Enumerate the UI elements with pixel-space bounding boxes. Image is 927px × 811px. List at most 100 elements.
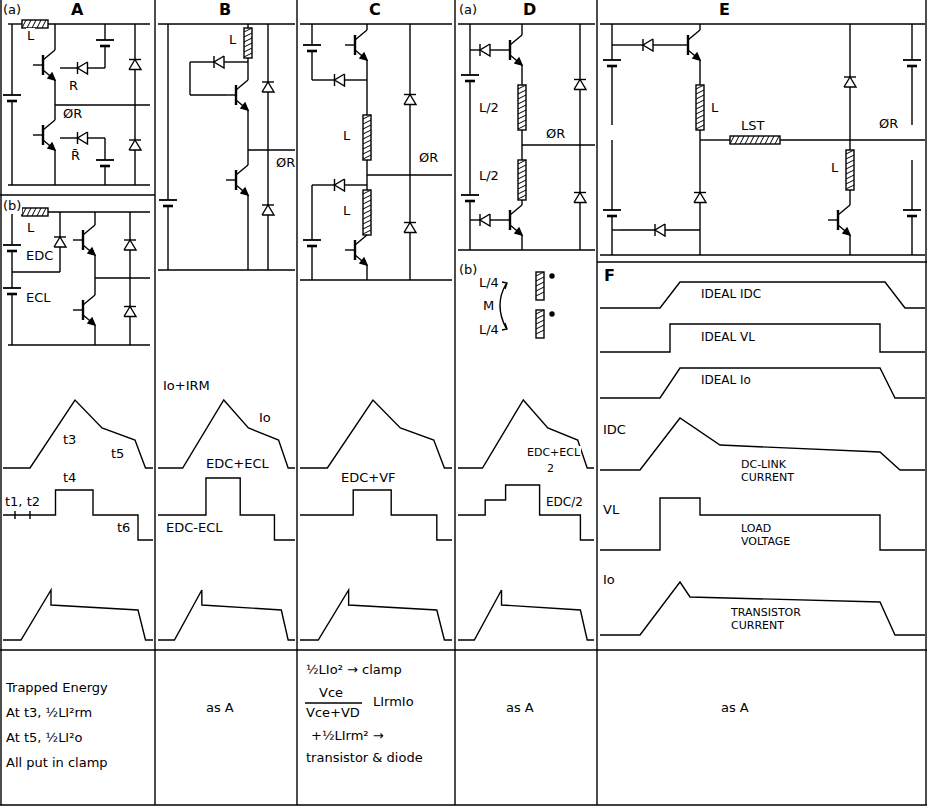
inductor-hatch [760, 136, 764, 144]
wire [345, 184, 368, 185]
inductor-symbol [696, 85, 704, 130]
wire [54, 105, 55, 120]
transistor-symbol [687, 35, 689, 55]
wire [8, 184, 150, 185]
waveform-label: EDC/2 [545, 495, 584, 509]
component-label: L/2 [478, 100, 500, 116]
diode-symbol [654, 224, 655, 236]
diode-symbol [404, 223, 416, 233]
transistor-symbol [688, 50, 700, 60]
waveform-label: TRANSISTOR CURRENT [730, 606, 822, 632]
wire [104, 24, 105, 40]
mutual-arrow [502, 282, 507, 289]
battery-symbol [96, 159, 114, 161]
inductor-hatch [536, 282, 544, 286]
inductor-hatch [536, 292, 544, 296]
waveform-label: Io [258, 410, 272, 426]
inductor-hatch [363, 140, 371, 144]
panel-letter: C [368, 0, 382, 19]
transistor-symbol [510, 55, 522, 65]
battery-symbol [3, 244, 21, 246]
voltage-waveform [300, 490, 452, 540]
inductor-hatch [22, 208, 26, 216]
wire [224, 61, 248, 62]
waveform-label: IDEAL VL [700, 330, 756, 344]
panel-border [454, 0, 455, 805]
inductor-hatch [363, 135, 371, 139]
transistor-symbol [235, 85, 237, 105]
diode-symbol [335, 179, 345, 191]
note-text: Trapped Energy [5, 680, 109, 696]
transistor-symbol [43, 140, 55, 150]
waveform-label: EDC+VF [340, 470, 397, 486]
wire [129, 250, 130, 278]
transistor-symbol [510, 225, 522, 235]
inductor-hatch [846, 175, 854, 179]
wire [618, 44, 643, 45]
wire [300, 23, 452, 24]
inductor-hatch [536, 277, 544, 281]
inductor-hatch [518, 95, 526, 99]
inductor-hatch [363, 155, 371, 159]
battery-symbol [461, 194, 479, 196]
voltage-waveform [600, 498, 925, 550]
wire [849, 87, 850, 140]
wire [311, 246, 312, 280]
battery-symbol [607, 215, 617, 218]
transistor-current-waveform [458, 590, 594, 640]
wire [345, 79, 368, 80]
wire [409, 105, 410, 176]
diode-symbol [694, 193, 706, 203]
panel-border [0, 194, 155, 195]
inductor-hatch [363, 120, 371, 124]
node-label: ØR [275, 155, 296, 171]
wire [59, 247, 60, 272]
diode-symbol [77, 132, 78, 144]
transistor-symbol [355, 255, 367, 265]
battery-symbol [96, 39, 114, 41]
inductor-hatch [244, 43, 252, 47]
transistor-symbol [236, 185, 248, 195]
transistor-arrow [241, 188, 248, 195]
diode-symbol [262, 82, 274, 92]
battery-symbol [100, 45, 110, 48]
transistor-symbol [838, 225, 850, 235]
wire [490, 49, 500, 50]
diode-symbol [480, 214, 490, 226]
component-label: ECL [25, 290, 52, 306]
note-text: transistor & diode [305, 750, 452, 766]
waveform-label: LOAD VOLTAGE [740, 522, 812, 548]
transistor-symbol [33, 64, 43, 65]
wire [94, 255, 95, 278]
inductor-hatch [696, 95, 704, 99]
sub-label: (a) [2, 2, 22, 18]
transistor-symbol [235, 170, 237, 190]
inductor-hatch [775, 136, 779, 144]
inductor-hatch [27, 20, 31, 28]
inductor-symbol [730, 136, 780, 144]
time-marker: t3 [62, 432, 77, 448]
wire [267, 215, 268, 270]
wire [267, 24, 268, 82]
wire [104, 166, 105, 185]
diode-symbol [334, 74, 335, 86]
transistor-symbol [82, 300, 84, 320]
wire [54, 80, 55, 105]
wire [409, 175, 410, 223]
diode-symbol [129, 60, 141, 70]
wire [366, 265, 367, 280]
note-text: At t3, ½LI²rm [5, 705, 93, 721]
wire [366, 24, 367, 30]
voltage-waveform [158, 478, 295, 540]
transistor-symbol [678, 44, 688, 45]
wire [11, 101, 12, 185]
inductor-hatch [363, 115, 371, 119]
wire [54, 24, 55, 50]
inductor-hatch [750, 136, 754, 144]
component-label: L [710, 100, 719, 116]
diode-symbol [78, 132, 88, 144]
battery-symbol [3, 287, 21, 289]
inductor-hatch [536, 310, 544, 314]
wire [470, 49, 480, 50]
